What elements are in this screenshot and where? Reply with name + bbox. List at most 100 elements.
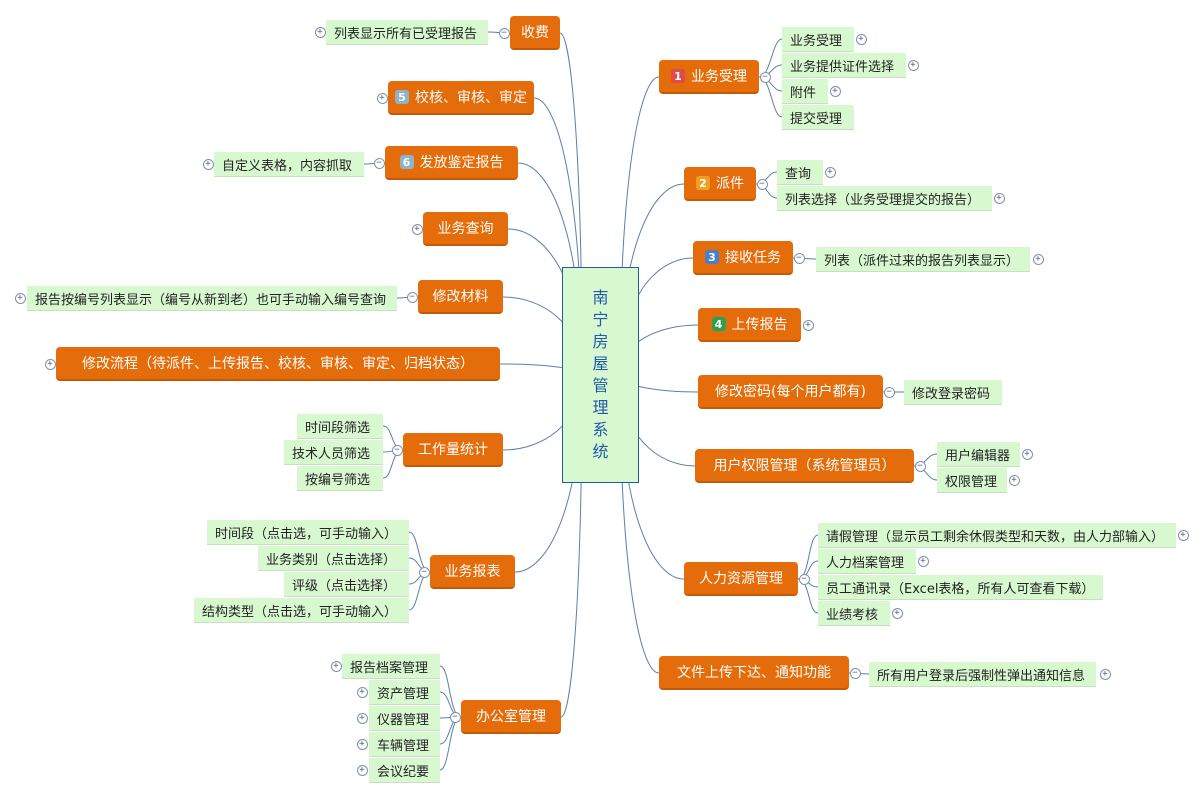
leaf-vehicles[interactable]: 车辆管理: [369, 732, 440, 757]
branch-office[interactable]: 办公室管理: [461, 700, 561, 734]
branch-modify-materials[interactable]: 修改材料: [418, 280, 503, 314]
leaf-dispatched-list[interactable]: 列表（派件过来的报告列表显示）: [816, 247, 1030, 272]
leaf-directory[interactable]: 员工通讯录（Excel表格，所有人可查看下载）: [818, 575, 1103, 600]
expand-toggle-icon[interactable]: +: [855, 33, 867, 45]
collapse-toggle-icon[interactable]: −: [914, 460, 926, 472]
root-char: 管: [592, 376, 609, 395]
expand-toggle-icon[interactable]: +: [314, 26, 326, 38]
expand-toggle-icon[interactable]: +: [14, 292, 26, 304]
leaf-hr-archive[interactable]: 人力档案管理: [818, 549, 916, 574]
expand-toggle-icon[interactable]: +: [993, 192, 1005, 204]
leaf-assets[interactable]: 资产管理: [369, 680, 440, 705]
branch-label: 修改流程（待派件、上传报告、校核、审核、审定、归档状态）: [82, 356, 474, 372]
leaf-report-rating[interactable]: 评级（点击选择）: [284, 572, 409, 597]
leaf-time-filter[interactable]: 时间段筛选: [297, 414, 383, 439]
expand-toggle-icon[interactable]: +: [356, 712, 368, 724]
leaf-report-time[interactable]: 时间段（点击选，可手动输入）: [207, 520, 409, 545]
leaf-list-select[interactable]: 列表选择（业务受理提交的报告）: [777, 186, 992, 211]
leaf-label: 查询: [785, 166, 812, 182]
leaf-label: 人力档案管理: [826, 555, 905, 571]
number-4-icon: 4: [711, 317, 726, 331]
collapse-toggle-icon[interactable]: −: [756, 178, 768, 190]
leaf-custom-table[interactable]: 自定义表格，内容抓取: [214, 152, 364, 177]
branch-modify-flow[interactable]: 修改流程（待派件、上传报告、校核、审核、审定、归档状态）: [56, 347, 500, 381]
expand-toggle-icon[interactable]: +: [1177, 529, 1189, 541]
collapse-toggle-icon[interactable]: −: [418, 566, 430, 578]
root-char: 统: [592, 442, 609, 461]
branch-business-query[interactable]: 业务查询: [423, 212, 508, 246]
branch-hr[interactable]: 人力资源管理: [684, 562, 798, 596]
expand-toggle-icon[interactable]: +: [917, 555, 929, 567]
collapse-toggle-icon[interactable]: −: [406, 291, 418, 303]
collapse-toggle-icon[interactable]: −: [849, 667, 861, 679]
root-char: 理: [592, 398, 609, 417]
expand-toggle-icon[interactable]: +: [1008, 474, 1020, 486]
leaf-instruments[interactable]: 仪器管理: [369, 706, 440, 731]
expand-toggle-icon[interactable]: +: [1099, 668, 1111, 680]
leaf-number-filter[interactable]: 按编号筛选: [297, 466, 383, 491]
expand-toggle-icon[interactable]: +: [1032, 253, 1044, 265]
leaf-submit[interactable]: 提交受理: [782, 105, 854, 130]
root-topic[interactable]: 南宁房屋管理系统: [562, 267, 639, 483]
leaf-login-password[interactable]: 修改登录密码: [904, 380, 1002, 405]
leaf-label: 列表选择（业务受理提交的报告）: [785, 192, 981, 208]
leaf-label: 业绩考核: [826, 607, 879, 623]
leaf-report-structure[interactable]: 结构类型（点击选，可手动输入）: [194, 598, 409, 623]
leaf-label: 结构类型（点击选，可手动输入）: [202, 604, 398, 620]
collapse-toggle-icon[interactable]: −: [759, 71, 771, 83]
expand-toggle-icon[interactable]: +: [376, 92, 388, 104]
leaf-attachment[interactable]: 附件: [782, 79, 828, 104]
leaf-label: 车辆管理: [377, 738, 430, 754]
branch-file-notice[interactable]: 文件上传下达、通知功能: [659, 656, 849, 690]
collapse-toggle-icon[interactable]: −: [798, 573, 810, 585]
expand-toggle-icon[interactable]: +: [891, 607, 903, 619]
expand-toggle-icon[interactable]: +: [356, 686, 368, 698]
collapse-toggle-icon[interactable]: −: [391, 444, 403, 456]
branch-workload[interactable]: 工作量统计: [403, 433, 503, 467]
leaf-leave[interactable]: 请假管理（显示员工剩余休假类型和天数，由人力部输入）: [818, 523, 1176, 548]
expand-toggle-icon[interactable]: +: [907, 59, 919, 71]
leaf-query[interactable]: 查询: [777, 160, 823, 185]
leaf-permission-admin[interactable]: 权限管理: [937, 468, 1007, 493]
expand-toggle-icon[interactable]: +: [44, 358, 56, 370]
collapse-toggle-icon[interactable]: −: [498, 27, 510, 39]
expand-toggle-icon[interactable]: +: [802, 319, 814, 331]
expand-toggle-icon[interactable]: +: [356, 738, 368, 750]
branch-change-password[interactable]: 修改密码(每个用户都有): [698, 375, 883, 409]
expand-toggle-icon[interactable]: +: [411, 223, 423, 235]
leaf-report-category[interactable]: 业务类别（点击选择）: [258, 546, 409, 571]
collapse-toggle-icon[interactable]: −: [373, 157, 385, 169]
collapse-toggle-icon[interactable]: −: [883, 386, 895, 398]
branch-business-report[interactable]: 业务报表: [430, 555, 515, 589]
expand-toggle-icon[interactable]: +: [330, 660, 342, 672]
collapse-toggle-icon[interactable]: −: [793, 252, 805, 264]
expand-toggle-icon[interactable]: +: [356, 764, 368, 776]
branch-user-permissions[interactable]: 用户权限管理（系统管理员）: [695, 449, 914, 483]
leaf-tech-filter[interactable]: 技术人员筛选: [284, 440, 383, 465]
branch-charge[interactable]: 收费: [510, 16, 560, 50]
leaf-documents[interactable]: 业务提供证件选择: [782, 53, 906, 78]
branch-label: 接收任务: [725, 250, 781, 266]
leaf-performance[interactable]: 业绩考核: [818, 601, 890, 626]
leaf-accept[interactable]: 业务受理: [782, 27, 854, 52]
leaf-user-editor[interactable]: 用户编辑器: [937, 442, 1020, 467]
leaf-minutes[interactable]: 会议纪要: [369, 758, 440, 783]
leaf-report-list[interactable]: 报告按编号列表显示（编号从新到老）也可手动输入编号查询: [27, 286, 397, 311]
expand-toggle-icon[interactable]: +: [824, 166, 836, 178]
leaf-label: 请假管理（显示员工剩余休假类型和天数，由人力部输入）: [826, 529, 1165, 545]
expand-toggle-icon[interactable]: +: [829, 85, 841, 97]
leaf-label: 时间段筛选: [305, 420, 371, 436]
leaf-popup-notice[interactable]: 所有用户登录后强制性弹出通知信息: [869, 662, 1096, 687]
root-char: 屋: [592, 354, 609, 373]
leaf-archive[interactable]: 报告档案管理: [342, 654, 440, 679]
collapse-toggle-icon[interactable]: −: [449, 711, 461, 723]
leaf-charge-list[interactable]: 列表显示所有已受理报告: [326, 20, 488, 45]
expand-toggle-icon[interactable]: +: [1021, 448, 1033, 460]
expand-toggle-icon[interactable]: +: [202, 158, 214, 170]
